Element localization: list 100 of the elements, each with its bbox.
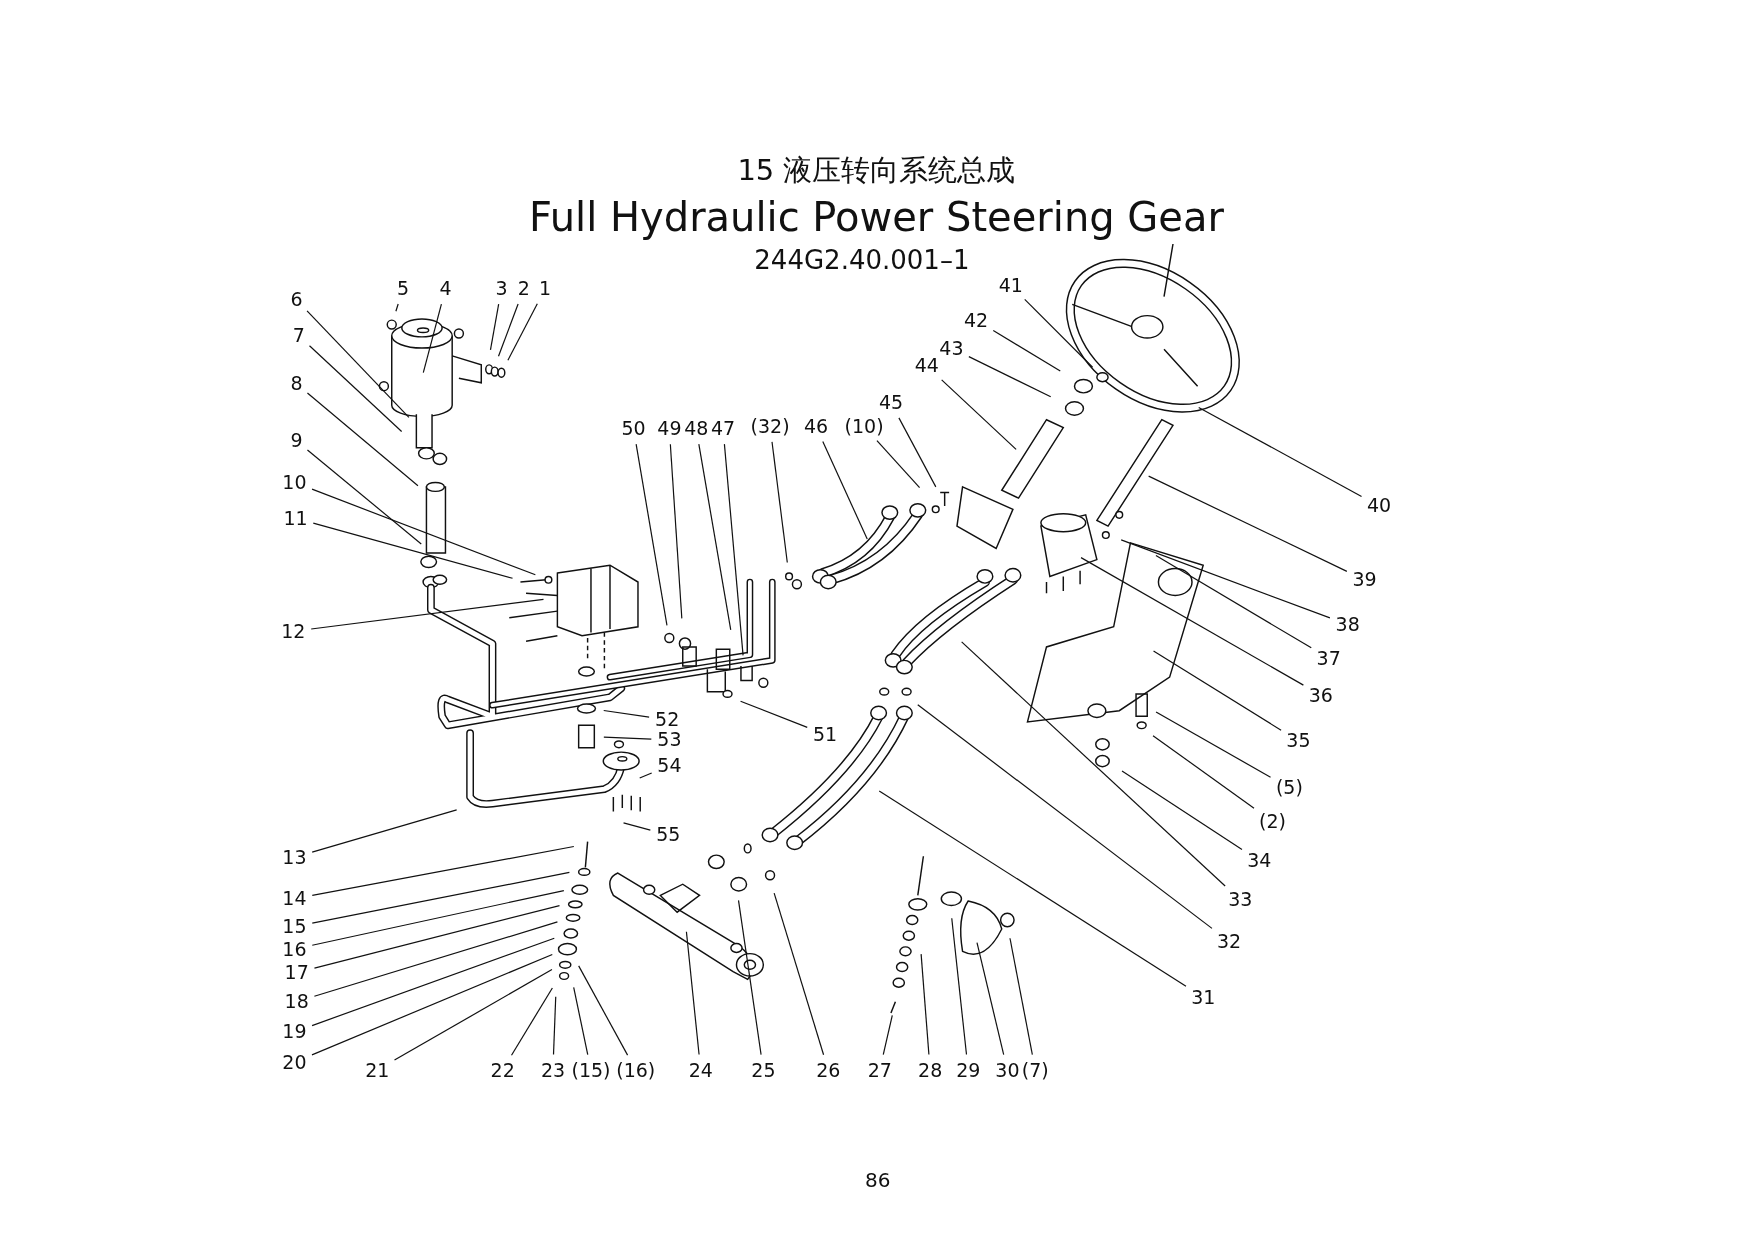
leader-line xyxy=(313,905,561,969)
leader-line xyxy=(698,443,732,631)
callout-number: 36 xyxy=(1307,684,1334,706)
leader-line xyxy=(1198,406,1363,497)
leader-line xyxy=(669,443,683,619)
callout-number: 9 xyxy=(289,430,304,452)
leader-line xyxy=(1080,557,1304,686)
leader-line xyxy=(941,379,1017,450)
leader-line xyxy=(1148,475,1348,572)
callout-number: 33 xyxy=(1227,889,1254,911)
callout-number: 7 xyxy=(291,325,306,347)
leader-line xyxy=(685,931,700,1056)
callout-number: 2 xyxy=(516,278,531,300)
leader-line xyxy=(510,987,553,1056)
leader-line xyxy=(312,522,514,579)
leader-line xyxy=(308,345,403,433)
callout-number: (10) xyxy=(843,415,885,437)
leader-line xyxy=(773,892,825,1056)
callout-number: 24 xyxy=(687,1059,714,1081)
leader-line xyxy=(1155,711,1272,778)
leader-line xyxy=(306,310,410,419)
callout-number: 28 xyxy=(917,1059,944,1081)
leader-line xyxy=(552,996,557,1056)
drawing-number: 244G2.40.001–1 xyxy=(754,246,970,273)
callout-number: 54 xyxy=(656,755,683,777)
leader-line xyxy=(306,392,419,487)
callout-number: 42 xyxy=(963,309,990,331)
leader-line xyxy=(1155,555,1312,649)
callout-number: 50 xyxy=(620,418,647,440)
callout-number: 53 xyxy=(656,729,683,751)
callout-number: 55 xyxy=(655,824,682,846)
leader-line xyxy=(878,790,1187,987)
leader-line xyxy=(723,443,744,656)
callout-number: 3 xyxy=(494,278,509,300)
callout-number: 17 xyxy=(283,962,310,984)
leader-line xyxy=(639,772,653,779)
callout-number: 31 xyxy=(1190,986,1217,1008)
leader-line xyxy=(1024,298,1094,368)
callout-number: 27 xyxy=(866,1059,893,1081)
callout-number: 51 xyxy=(811,723,839,745)
callout-number: 49 xyxy=(656,418,683,440)
leader-line xyxy=(395,303,399,312)
callout-number: 26 xyxy=(815,1059,842,1081)
page-number: 86 xyxy=(865,1169,891,1190)
callout-number: 43 xyxy=(938,337,965,359)
leader-line xyxy=(310,598,545,630)
leader-line xyxy=(311,889,565,946)
leader-line xyxy=(968,356,1052,398)
callout-number: 40 xyxy=(1365,495,1393,517)
callout-number: 34 xyxy=(1246,850,1273,872)
callout-number: 30 xyxy=(994,1059,1021,1081)
callout-number: 25 xyxy=(750,1059,777,1081)
callout-number: (15) xyxy=(570,1059,612,1081)
leader-line xyxy=(920,953,930,1056)
callout-number: 44 xyxy=(913,355,940,377)
leader-line xyxy=(1152,650,1282,731)
callout-number: 8 xyxy=(289,373,304,395)
callout-number: 41 xyxy=(997,274,1024,296)
callout-number: (2) xyxy=(1258,811,1287,833)
leader-line xyxy=(1121,770,1243,851)
leader-line xyxy=(917,704,1213,929)
callout-number: 48 xyxy=(683,418,710,440)
leader-line xyxy=(578,965,629,1056)
leader-line xyxy=(311,937,555,1027)
callout-number: 47 xyxy=(710,418,737,440)
callout-number: 11 xyxy=(282,507,309,529)
callout-number: 39 xyxy=(1351,569,1378,591)
leader-line xyxy=(951,917,968,1056)
leader-line xyxy=(497,303,519,357)
callout-number: (5) xyxy=(1274,777,1304,799)
callout-number: (7) xyxy=(1020,1059,1050,1081)
leader-line xyxy=(739,700,808,728)
callout-number: 37 xyxy=(1315,647,1342,669)
leader-line xyxy=(898,417,937,488)
callout-number: 45 xyxy=(877,392,905,414)
callout-number: 18 xyxy=(283,991,310,1013)
callout-number: 6 xyxy=(289,289,304,311)
callout-number: 22 xyxy=(489,1059,516,1081)
leader-line xyxy=(507,303,538,361)
leader-line xyxy=(311,845,575,896)
leader-line xyxy=(1009,937,1033,1056)
leader-line xyxy=(976,942,1005,1056)
callout-number: 10 xyxy=(281,471,308,493)
callout-number: 32 xyxy=(1215,930,1243,952)
callout-number: 46 xyxy=(802,415,830,437)
leader-line xyxy=(311,953,553,1056)
callout-number: 29 xyxy=(955,1059,982,1081)
callout-number: 4 xyxy=(438,278,453,300)
subtitle: Full Hydraulic Power Steering Gear xyxy=(528,197,1224,238)
leader-line xyxy=(992,329,1061,372)
leader-line xyxy=(771,441,788,564)
title: 15 液压转向系统总成 xyxy=(737,155,1016,185)
leader-line xyxy=(311,488,536,576)
leader-line xyxy=(306,449,422,545)
callout-number: 52 xyxy=(654,709,681,731)
leader-line xyxy=(573,986,589,1056)
leader-line xyxy=(603,736,652,740)
callout-number: 13 xyxy=(281,846,308,868)
leader-line xyxy=(882,1014,893,1056)
callout-number: 20 xyxy=(281,1051,308,1073)
